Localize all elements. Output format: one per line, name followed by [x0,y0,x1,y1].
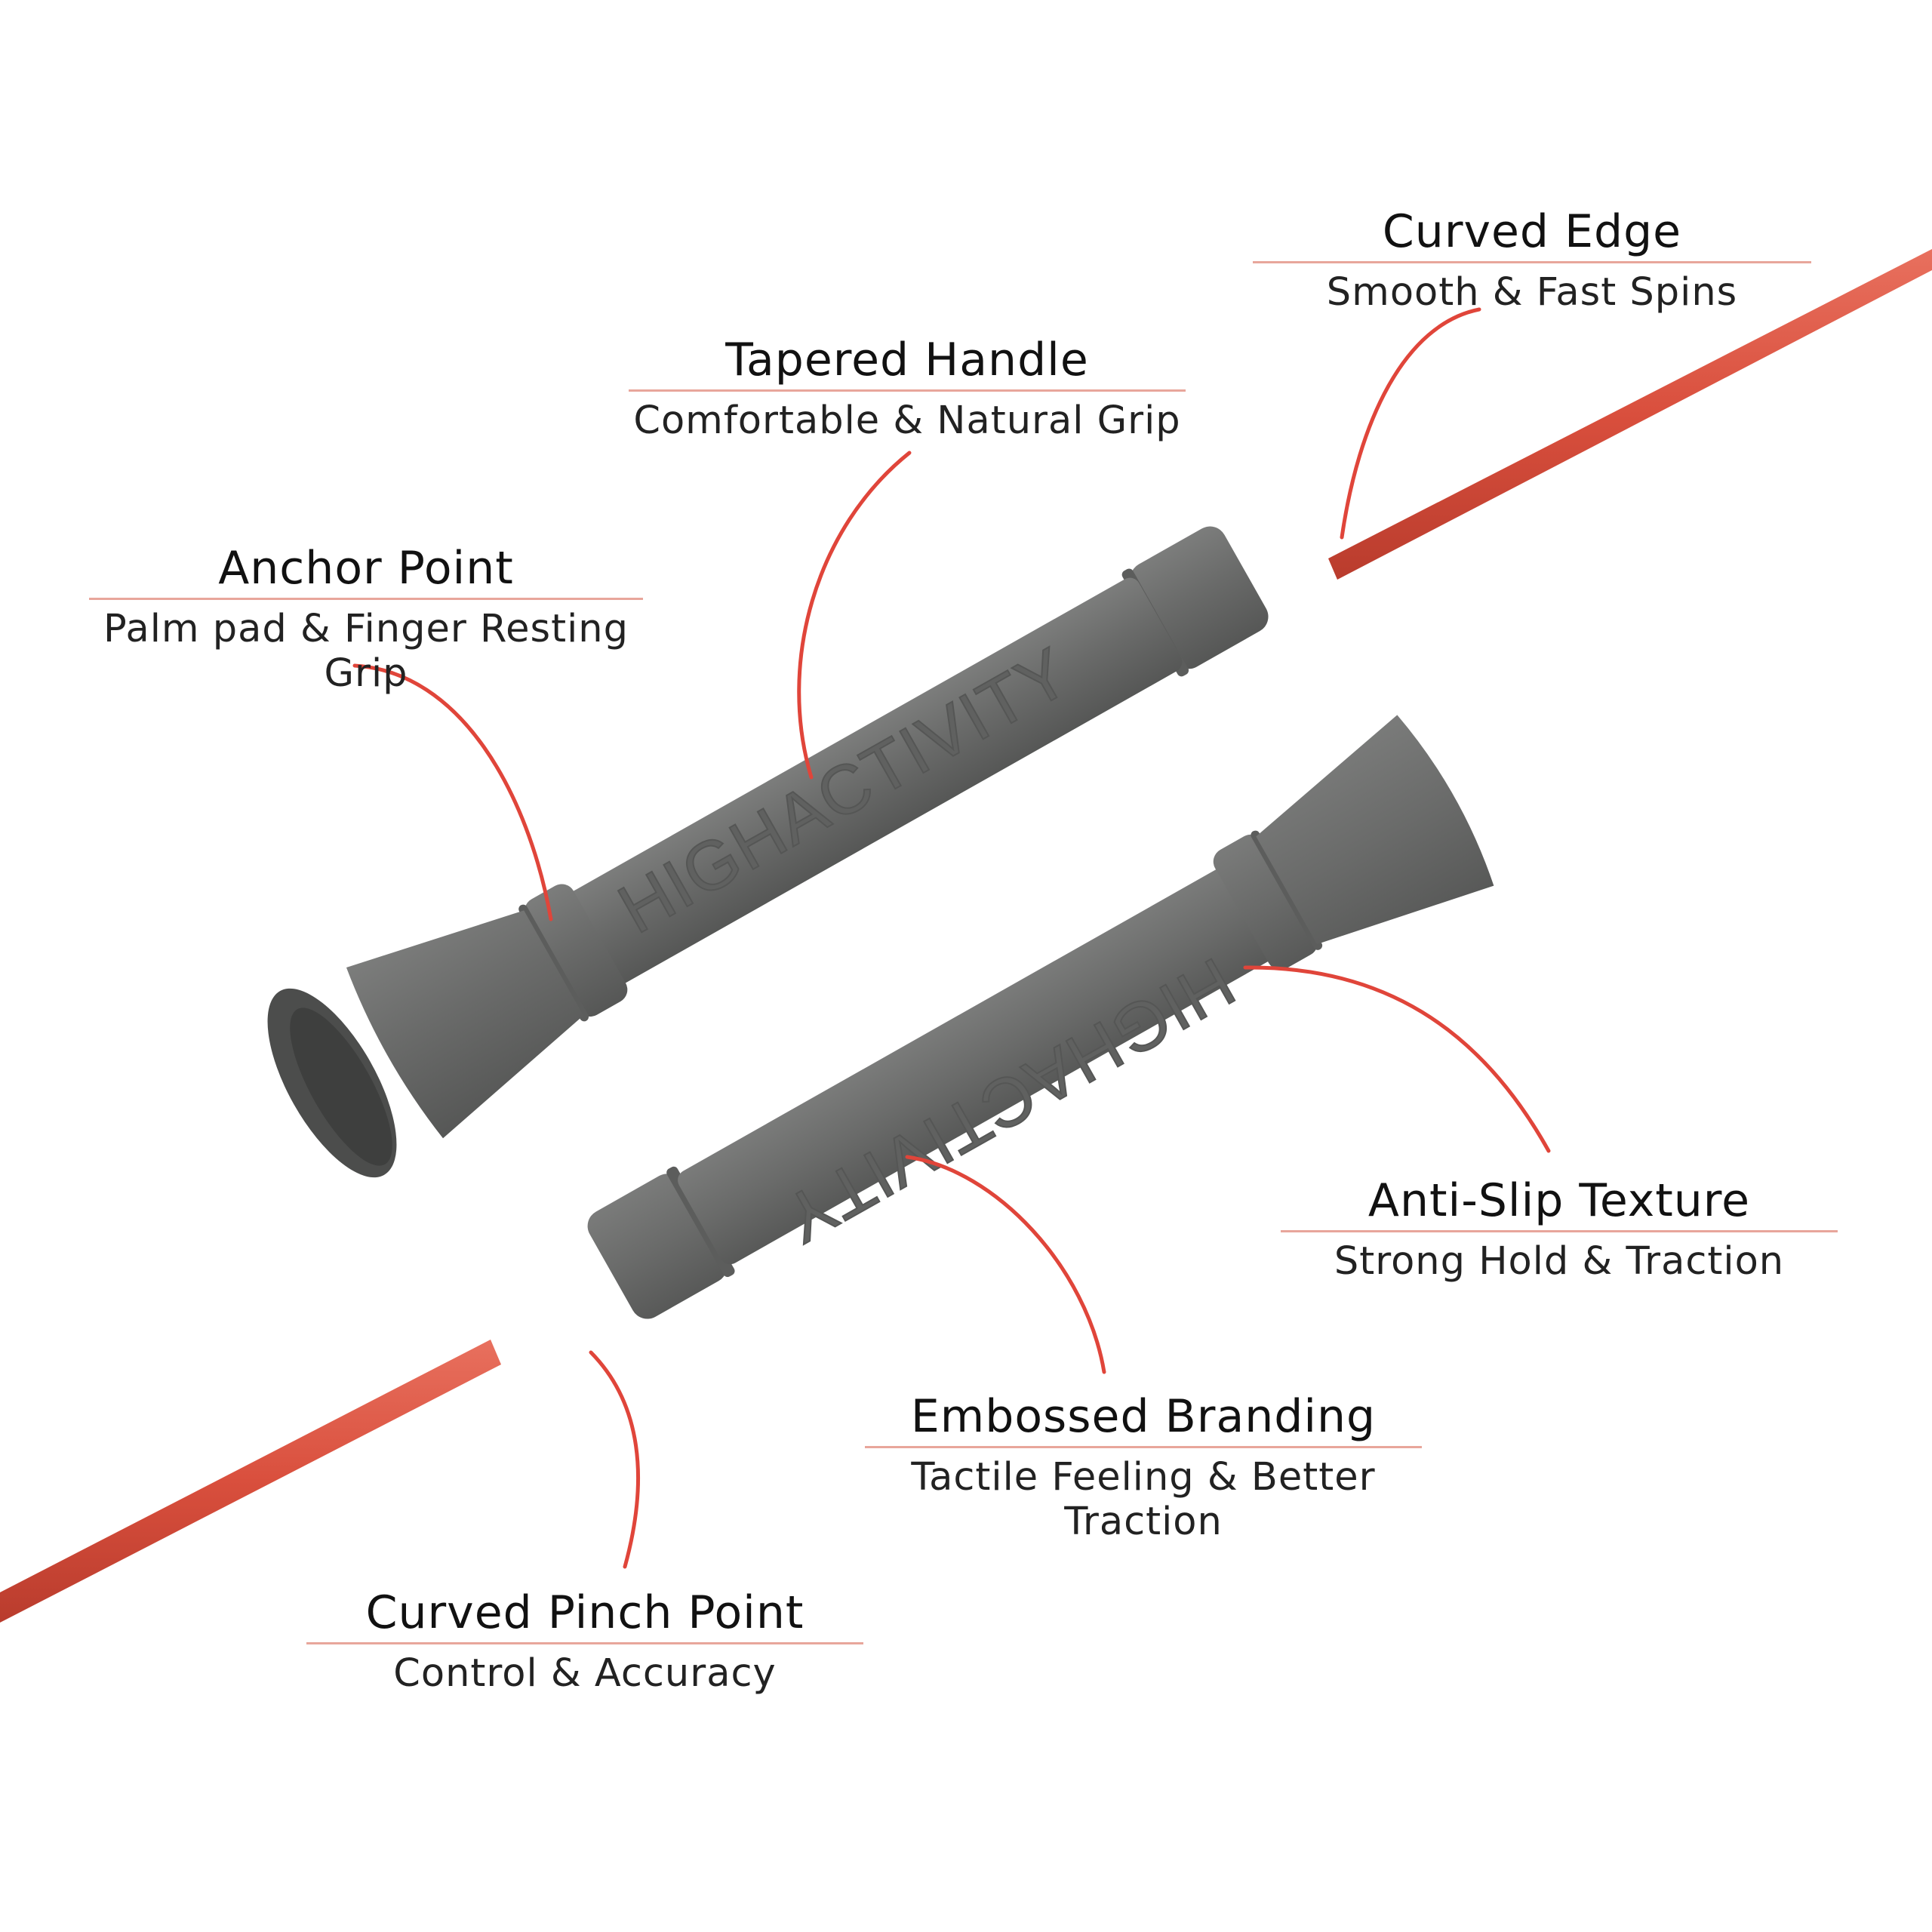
callout-divider [1253,261,1811,263]
callout-title: Tapered Handle [725,334,1089,386]
leader-curved-pinch [589,1350,640,1569]
callout-curved-edge: Curved Edge Smooth & Fast Spins [1253,207,1811,315]
callout-divider [865,1446,1422,1448]
callout-curved-pinch: Curved Pinch Point Control & Accuracy [306,1588,863,1697]
callout-title: Embossed Branding [910,1390,1377,1443]
leader-tapered-handle [797,451,912,780]
callout-tapered-handle: Tapered Handle Comfortable & Natural Gri… [629,335,1186,444]
cable-bottom [0,1340,501,1623]
callout-embossed-branding: Embossed Branding Tactile Feeling & Bett… [838,1392,1449,1544]
leader-anti-slip [1243,965,1551,1153]
callout-subtitle: Control & Accuracy [393,1651,777,1696]
callout-title: Curved Edge [1382,205,1682,258]
callout-subtitle: Smooth & Fast Spins [1326,270,1738,315]
leader-anchor-point [352,663,553,921]
embossed-brand-text-upper: HIGHACTIVITY [606,633,1083,949]
leader-curved-edge [1340,307,1481,540]
callout-divider [1281,1230,1838,1232]
cable-top [1328,249,1932,580]
callout-title: Anchor Point [218,542,514,595]
callout-divider [306,1642,863,1644]
callout-subtitle: Tactile Feeling & Better Traction [911,1455,1376,1544]
callout-title: Anti-Slip Texture [1367,1174,1751,1227]
leader-embossed-branding [905,1155,1106,1374]
callout-divider [629,389,1186,392]
callout-title: Curved Pinch Point [365,1586,804,1639]
callout-subtitle: Comfortable & Natural Grip [633,398,1181,443]
callout-anchor-point: Anchor Point Palm pad & Finger Resting G… [68,543,664,696]
callout-subtitle: Palm pad & Finger Resting Grip [103,607,629,696]
callout-anti-slip: Anti-Slip Texture Strong Hold & Traction [1281,1176,1838,1284]
callout-subtitle: Strong Hold & Traction [1334,1239,1785,1284]
callout-divider [89,598,643,600]
